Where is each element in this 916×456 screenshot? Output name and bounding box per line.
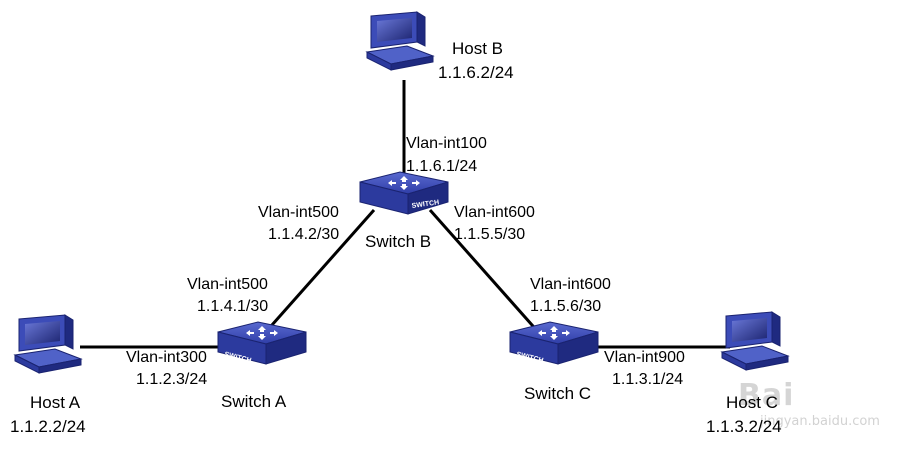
host-b-ip: 1.1.6.2/24 [438,63,514,82]
host-a-name: Host A [30,393,81,412]
host-c-name: Host C [726,393,778,412]
switch-c-name: Switch C [524,384,592,403]
switch-a-int300-name: Vlan-int300 [126,349,207,366]
switch-b-int100-ip: 1.1.6.1/24 [406,158,478,175]
host-c-ip: 1.1.3.2/24 [706,417,782,436]
switch-c-int900-ip: 1.1.3.1/24 [612,371,684,388]
switch-b-int100-name: Vlan-int100 [406,135,487,152]
switch-c-int600-name: Vlan-int600 [530,276,611,293]
host-b-name: Host B [452,39,504,58]
switch-c-int600-ip: 1.1.5.6/30 [530,298,602,315]
switch-a-int500-name: Vlan-int500 [187,276,268,293]
host-c-computer-icon [721,311,789,371]
switch-a-int500-ip: 1.1.4.1/30 [197,298,269,315]
switch-b-badge: SWITCH [411,199,439,210]
host-b-computer-icon [366,11,434,71]
watermark-site: jingyan.baidu.com [760,414,880,429]
switch-b-int600-ip: 1.1.5.5/30 [454,226,526,243]
switch-a-int300-ip: 1.1.2.3/24 [136,371,208,388]
link-switchb-switchc [428,209,542,335]
switch-b-int500-ip: 1.1.4.2/30 [268,226,340,243]
host-a-ip: 1.1.2.2/24 [10,417,86,436]
switch-c-icon: SWITCH [509,321,599,365]
link-switchb-switcha [262,209,376,335]
switch-b-name: Switch B [365,232,432,251]
watermark-brand: Bai [738,378,795,413]
switch-b-int500-name: Vlan-int500 [258,204,339,221]
switch-a-icon: SWITCH [217,321,307,365]
switch-b-icon: SWITCH [359,171,449,215]
switch-c-int900-name: Vlan-int900 [604,349,685,366]
baidu-watermark: Bai jingyan.baidu.com [700,372,880,432]
switch-a-name: Switch A [221,392,287,411]
host-a-computer-icon [14,314,82,374]
switch-b-int600-name: Vlan-int600 [454,204,535,221]
